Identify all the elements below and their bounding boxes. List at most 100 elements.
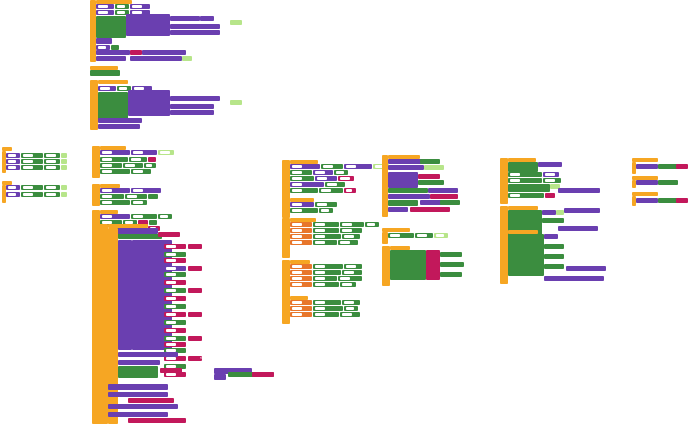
text-block[interactable] xyxy=(188,288,202,293)
text-block[interactable] xyxy=(188,244,202,249)
component-block[interactable] xyxy=(658,164,678,169)
component-block[interactable] xyxy=(313,222,339,227)
text-literal[interactable] xyxy=(182,56,192,61)
procedure-block[interactable] xyxy=(118,228,158,234)
procedure-block[interactable] xyxy=(98,124,140,129)
component-block[interactable] xyxy=(313,234,341,239)
component-block[interactable] xyxy=(149,220,157,225)
component-block[interactable] xyxy=(508,178,542,183)
event-block[interactable] xyxy=(290,160,318,164)
component-block[interactable] xyxy=(100,157,128,162)
event-block[interactable] xyxy=(632,196,636,206)
procedure-block[interactable] xyxy=(542,210,556,215)
text-block[interactable] xyxy=(148,157,156,162)
event-block[interactable] xyxy=(90,0,96,62)
event-block[interactable] xyxy=(282,260,290,298)
component-block[interactable] xyxy=(313,240,337,245)
component-block[interactable] xyxy=(100,169,130,174)
text-block[interactable] xyxy=(676,164,688,169)
procedure-block[interactable] xyxy=(636,198,658,203)
text-block[interactable] xyxy=(426,250,440,280)
event-block[interactable] xyxy=(2,185,6,203)
text-block[interactable] xyxy=(130,50,142,55)
procedure-block[interactable] xyxy=(388,194,430,199)
procedure-block[interactable] xyxy=(566,266,606,271)
text-literal[interactable] xyxy=(556,210,564,215)
component-block[interactable] xyxy=(440,262,464,267)
event-block[interactable] xyxy=(90,66,118,70)
text-block[interactable] xyxy=(188,356,202,361)
event-block[interactable] xyxy=(632,192,658,196)
component-block[interactable] xyxy=(131,214,157,219)
component-block[interactable] xyxy=(544,254,564,259)
procedure-block[interactable] xyxy=(130,56,182,61)
component-block[interactable] xyxy=(658,180,678,185)
event-block[interactable] xyxy=(382,232,388,244)
component-block[interactable] xyxy=(544,264,564,269)
component-block[interactable] xyxy=(388,200,418,206)
event-block[interactable] xyxy=(508,158,536,162)
procedure-block[interactable] xyxy=(214,374,226,380)
procedure-block[interactable] xyxy=(126,14,170,36)
event-block[interactable] xyxy=(282,296,290,324)
procedure-block[interactable] xyxy=(98,118,132,123)
component-block[interactable] xyxy=(388,233,414,238)
procedure-block[interactable] xyxy=(131,150,157,155)
text-block[interactable] xyxy=(545,193,555,198)
procedure-block[interactable] xyxy=(108,384,168,390)
procedure-block[interactable] xyxy=(428,188,458,193)
procedure-block[interactable] xyxy=(108,404,178,409)
event-block[interactable] xyxy=(382,228,410,232)
text-block[interactable] xyxy=(410,207,450,212)
event-block[interactable] xyxy=(100,210,118,214)
literal-block[interactable] xyxy=(61,185,67,190)
procedure-block[interactable] xyxy=(118,360,160,365)
text-block[interactable] xyxy=(128,418,186,423)
component-block[interactable] xyxy=(100,200,130,205)
event-block[interactable] xyxy=(92,224,108,424)
procedure-block[interactable] xyxy=(290,182,324,187)
component-block[interactable] xyxy=(118,366,158,378)
event-block[interactable] xyxy=(96,0,132,4)
procedure-block[interactable] xyxy=(170,104,214,109)
component-block[interactable] xyxy=(508,162,538,172)
component-block[interactable] xyxy=(440,272,462,277)
procedure-block[interactable] xyxy=(200,16,214,21)
procedure-block[interactable] xyxy=(118,352,178,357)
procedure-block[interactable] xyxy=(636,164,658,169)
procedure-block[interactable] xyxy=(128,90,170,116)
literal-block[interactable] xyxy=(61,192,67,197)
literal-block[interactable] xyxy=(61,165,67,170)
event-block[interactable] xyxy=(500,158,508,204)
text-block[interactable] xyxy=(676,198,688,203)
text-block[interactable] xyxy=(188,312,202,317)
text-block[interactable] xyxy=(418,174,440,179)
component-block[interactable] xyxy=(313,264,343,269)
component-block[interactable] xyxy=(228,372,274,377)
event-block[interactable] xyxy=(500,230,508,284)
event-block[interactable] xyxy=(632,180,636,188)
component-block[interactable] xyxy=(508,193,544,198)
procedure-block[interactable] xyxy=(558,226,598,231)
procedure-block[interactable] xyxy=(142,50,186,55)
literal-block[interactable] xyxy=(61,159,67,164)
procedure-block[interactable] xyxy=(96,38,112,44)
text-block[interactable] xyxy=(252,372,274,377)
procedure-block[interactable] xyxy=(544,234,558,239)
event-block[interactable] xyxy=(290,296,308,300)
component-block[interactable] xyxy=(508,172,542,177)
text-block[interactable] xyxy=(158,232,180,237)
procedure-block[interactable] xyxy=(128,118,142,123)
procedure-block[interactable] xyxy=(388,165,424,170)
event-block[interactable] xyxy=(500,206,508,240)
text-block[interactable] xyxy=(430,194,458,199)
component-block[interactable] xyxy=(111,45,119,50)
event-block[interactable] xyxy=(382,246,390,286)
component-block[interactable] xyxy=(542,218,564,223)
event-block[interactable] xyxy=(92,184,100,206)
component-block[interactable] xyxy=(418,180,444,185)
event-block[interactable] xyxy=(282,198,290,218)
procedure-block[interactable] xyxy=(290,164,320,169)
procedure-block[interactable] xyxy=(96,50,130,55)
